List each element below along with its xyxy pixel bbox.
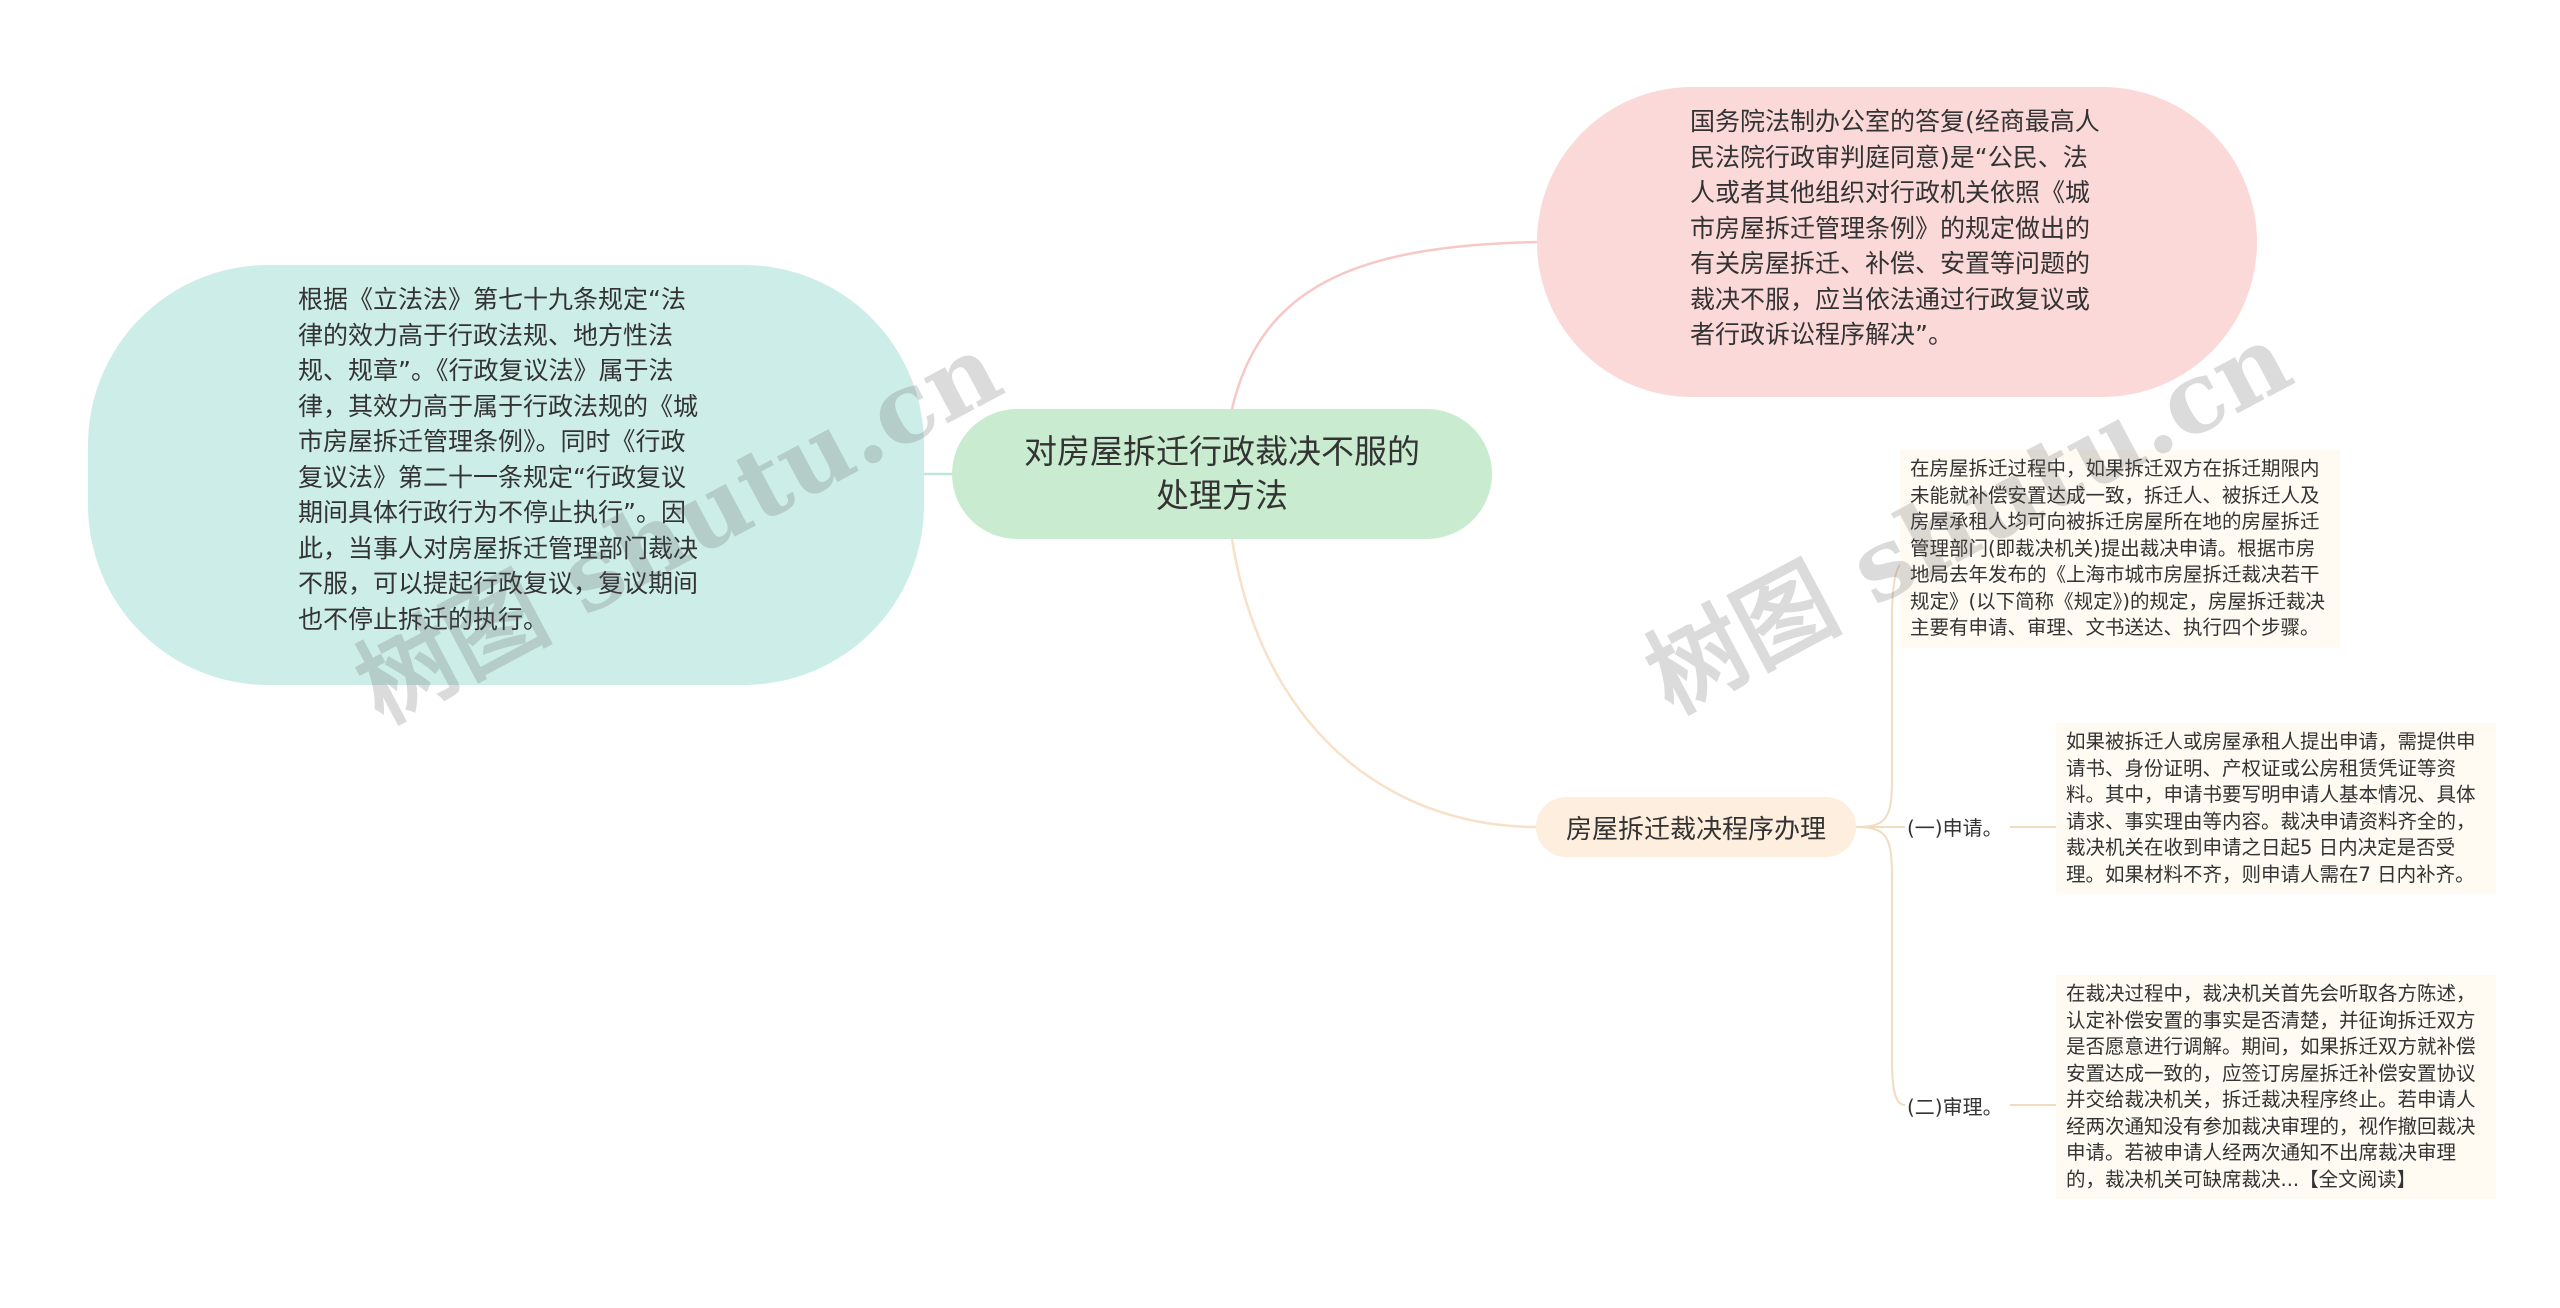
step-apply-node[interactable]: (一)申请。 xyxy=(1907,812,2003,841)
right-branch-node[interactable]: 国务院法制办公室的答复(经商最高人民法院行政审判庭同意)是“公民、法人或者其他组… xyxy=(1537,87,2257,397)
step-review-note[interactable]: 在裁决过程中，裁决机关首先会听取各方陈述，认定补偿安置的事实是否清楚，并征询拆迁… xyxy=(2056,975,2496,1199)
procedure-intro-text: 在房屋拆迁过程中，如果拆迁双方在拆迁期限内未能就补偿安置达成一致，拆迁人、被拆迁… xyxy=(1910,457,2325,639)
procedure-branch-node[interactable]: 房屋拆迁裁决程序办理 xyxy=(1536,797,1856,857)
step-review-node[interactable]: (二)审理。 xyxy=(1907,1091,2003,1120)
step-apply-note[interactable]: 如果被拆迁人或房屋承租人提出申请，需提供申请书、身份证明、产权证或公房租赁凭证等… xyxy=(2056,723,2496,894)
procedure-intro-note[interactable]: 在房屋拆迁过程中，如果拆迁双方在拆迁期限内未能就补偿安置达成一致，拆迁人、被拆迁… xyxy=(1900,450,2340,648)
step-review-label: (二)审理。 xyxy=(1907,1095,2003,1119)
left-branch-text: 根据《立法法》第七十九条规定“法律的效力高于行政法规、地方性法规、规章”。《行政… xyxy=(298,285,699,634)
step-apply-label: (一)申请。 xyxy=(1907,816,2003,840)
edge-procedure-to-step2 xyxy=(1855,826,1906,1106)
procedure-branch-label: 房屋拆迁裁决程序办理 xyxy=(1565,814,1826,845)
root-node-label: 对房屋拆迁行政裁决不服的处理方法 xyxy=(1024,432,1420,515)
step-apply-text: 如果被拆迁人或房屋承租人提出申请，需提供申请书、身份证明、产权证或公房租赁凭证等… xyxy=(2066,730,2476,886)
step-review-text: 在裁决过程中，裁决机关首先会听取各方陈述，认定补偿安置的事实是否清楚，并征询拆迁… xyxy=(2066,982,2476,1191)
edge-procedure-to-intro xyxy=(1855,561,1906,828)
root-node[interactable]: 对房屋拆迁行政裁决不服的处理方法 xyxy=(952,409,1492,539)
edge-root-to-right xyxy=(1230,240,1541,410)
left-branch-node[interactable]: 根据《立法法》第七十九条规定“法律的效力高于行政法规、地方性法规、规章”。《行政… xyxy=(88,265,924,685)
right-branch-text: 国务院法制办公室的答复(经商最高人民法院行政审判庭同意)是“公民、法人或者其他组… xyxy=(1690,107,2100,349)
edge-root-to-procedure xyxy=(1230,538,1537,829)
